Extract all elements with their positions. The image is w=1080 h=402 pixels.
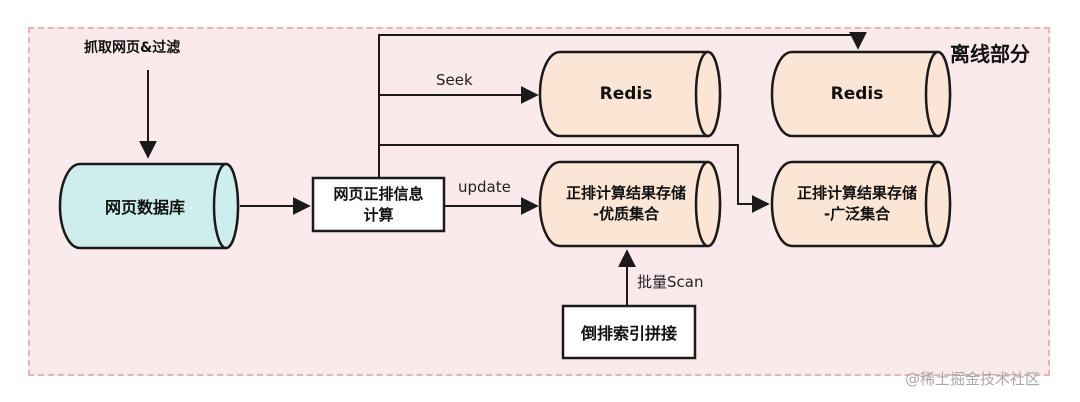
redis-a-label: Redis <box>599 84 653 104</box>
redis-a-cylinder <box>538 50 722 138</box>
edge-to-redis-b <box>378 31 867 95</box>
watermark: @稀土掘金技术社区 <box>905 370 1041 388</box>
store-broad-label: 正排计算结果存储 -广泛集合 <box>796 184 917 223</box>
update-edge-label: update <box>458 178 511 196</box>
store-premium-label: 正排计算结果存储 -优质集合 <box>565 184 686 223</box>
store-broad-cylinder <box>770 160 952 248</box>
inverted-index-label: 倒排索引拼接 <box>580 324 677 343</box>
scan-edge-label: 批量Scan <box>637 273 704 291</box>
redis-b-cylinder <box>770 50 952 138</box>
db-label: 网页数据库 <box>104 198 185 217</box>
compute-label: 网页正排信息 计算 <box>333 184 424 224</box>
store-premium-cylinder <box>538 160 722 248</box>
redis-b-label: Redis <box>830 84 884 104</box>
edge-seek <box>378 86 539 178</box>
source-label: 抓取网页&过滤 <box>84 40 181 56</box>
inverted-box-shape <box>561 304 697 360</box>
db-cylinder <box>58 162 240 250</box>
region-title: 离线部分 <box>950 42 1030 66</box>
edge-to-broad <box>379 144 770 213</box>
seek-edge-label: Seek <box>436 71 473 89</box>
